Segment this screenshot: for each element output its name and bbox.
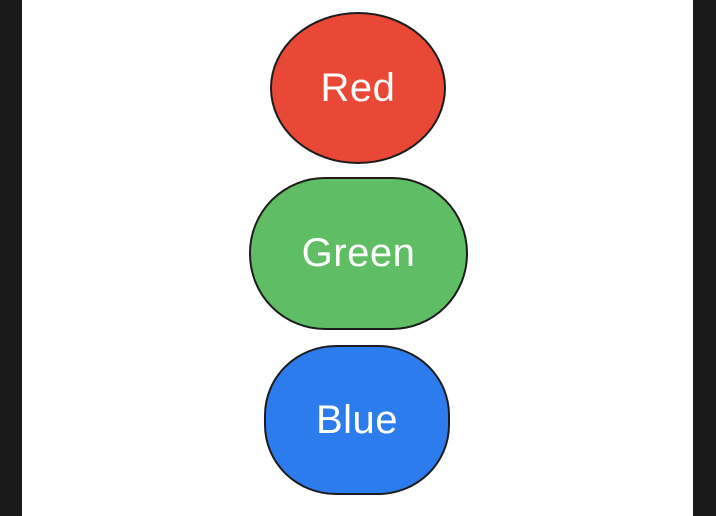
shape-blue[interactable]: Blue bbox=[264, 345, 450, 495]
shape-red-label: Red bbox=[320, 65, 396, 110]
shape-red[interactable]: Red bbox=[270, 12, 446, 164]
shape-green[interactable]: Green bbox=[249, 177, 468, 330]
right-letterbox-bar bbox=[693, 0, 716, 516]
shape-blue-label: Blue bbox=[315, 397, 399, 442]
left-letterbox-bar bbox=[0, 0, 22, 516]
shape-green-label: Green bbox=[301, 231, 416, 275]
